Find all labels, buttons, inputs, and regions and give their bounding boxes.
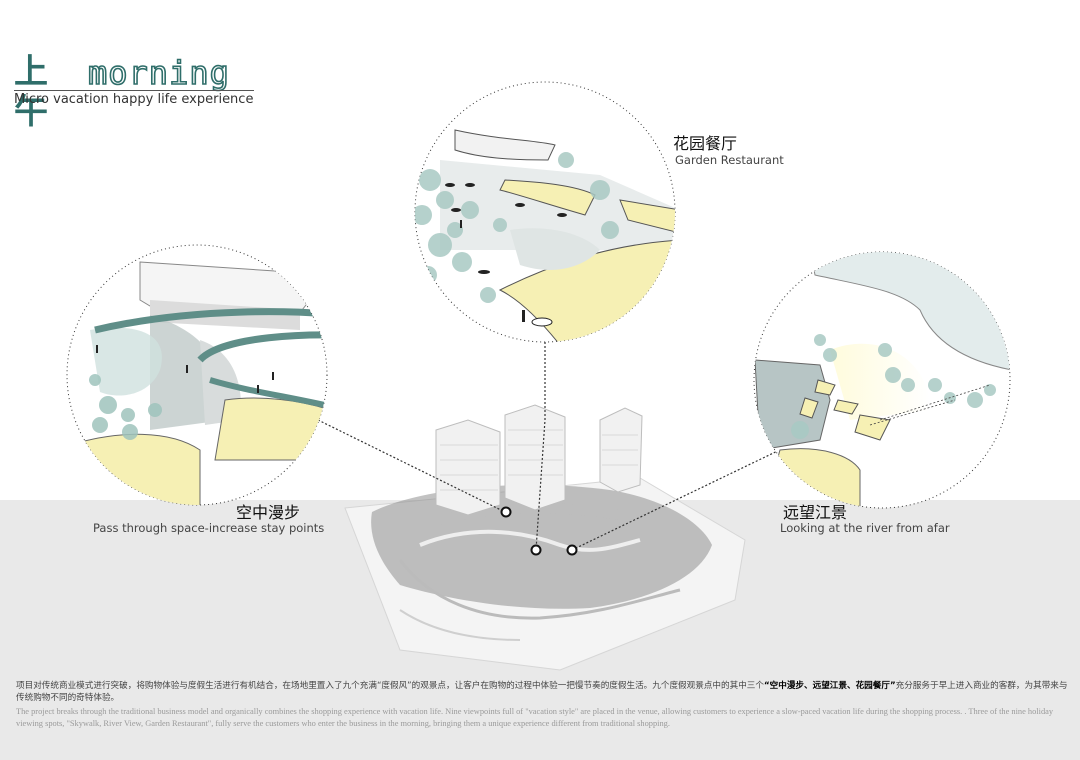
skywalk-vignette [66,244,328,506]
viewpoint-markers [500,506,578,556]
site-plan [344,404,746,671]
connector-lines [317,338,791,551]
page-title-zh: 上午 [14,52,49,132]
river-view-title-en: Looking at the river from afar [780,521,950,535]
description-zh: 项目对传统商业模式进行突破，将购物体验与度假生活进行有机结合，在场地里置入了九个… [16,680,1076,704]
description-en: The project breaks through the tradition… [16,707,1054,728]
garden-restaurant-vignette [414,81,676,343]
river-view-vignette [753,251,1011,509]
skywalk-title-zh: 空中漫步 [236,503,301,522]
garden-restaurant-title-zh: 花园餐厅 [673,134,738,153]
description-zh-part2: 充分服务于早上进入商业的客群，为其带来与传统购物不同的奇特体验。 [16,681,1068,703]
description-zh-highlight: “空中漫步、远望江景、花园餐厅” [763,681,896,691]
skywalk-title-en: Pass through space-increase stay points [93,521,325,535]
garden-restaurant-title-en: Garden Restaurant [675,153,784,167]
page-title-en: morning [87,53,230,93]
title-divider [14,90,254,91]
river-view-title-zh: 远望江景 [783,503,848,522]
description-zh-part1: 项目对传统商业模式进行突破，将购物体验与度假生活进行有机结合，在场地里置入了九个… [16,681,764,691]
page-subtitle: Micro vacation happy life experience [14,92,254,107]
